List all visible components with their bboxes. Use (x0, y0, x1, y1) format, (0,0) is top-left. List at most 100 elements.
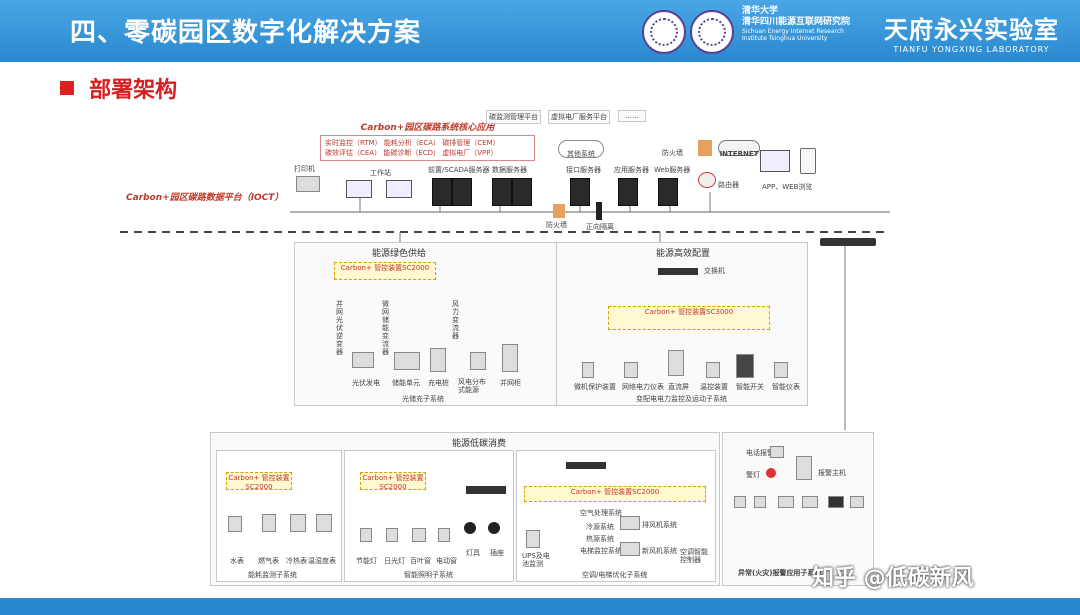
temp-control-label: 温控装置 (700, 383, 728, 391)
wind-label: 风电分布式能源 (458, 378, 486, 394)
pv-inverter-label: 并网光伏逆变器 (336, 300, 343, 356)
window-icon (438, 528, 450, 542)
meter-caption: 能耗监测子系统 (248, 571, 297, 579)
platform-boxes: 碳监测管理平台 虚拟电厂服务平台 …… (486, 110, 646, 124)
firewall-bottom-icon (553, 204, 565, 218)
green-supply-title: 能源绿色供给 (372, 249, 427, 259)
door-sensor-icon (778, 496, 794, 508)
firewall-top-icon (698, 140, 712, 156)
infrared-sensor-icon (802, 496, 818, 508)
smoke-detector-icon (734, 496, 746, 508)
app-server-icon (618, 178, 638, 206)
protection-device-label: 微机保护装置 (574, 383, 616, 391)
section-title: 部署架构 (89, 78, 178, 103)
other-systems-label: 其他系统 (567, 150, 595, 158)
dc-panel-label: 直流屏 (668, 383, 689, 391)
cold-source-label: 冷源系统 (586, 523, 614, 531)
water-meter-icon (228, 516, 242, 532)
scada-server-icon-1 (432, 178, 452, 206)
internet-label: INTERNET (719, 150, 759, 158)
exhaust-fan-icon (620, 516, 640, 530)
hvac-caption: 空调/电梯优化子系统 (582, 571, 648, 579)
socket-label: 插座 (490, 549, 504, 557)
blinds-icon (412, 528, 426, 542)
storage-label: 储能单元 (392, 379, 420, 387)
meter-gateway: Carbon+ 管控装置SC2000 (226, 472, 292, 491)
phone-alarm-label: 电话报警 (746, 449, 774, 457)
green-supply-gateway: Carbon+ 管控装置SC2000 (334, 262, 436, 280)
data-server-label: 数据服务器 (492, 166, 527, 174)
institute-name-en: Sichuan Energy Internet Research Institu… (742, 28, 844, 42)
scada-label: 前置/SCADA服务器 (428, 166, 490, 174)
power-meter-label: 网络电力仪表 (622, 383, 664, 391)
fluorescent-icon (386, 528, 398, 542)
temp-control-icon (706, 362, 720, 378)
alarm-light-icon (766, 468, 776, 478)
core-switch-icon (820, 238, 876, 246)
title-bar (0, 0, 1080, 62)
institute-seal-logo (690, 10, 734, 54)
lab-logo: 天府永兴实验室 TIANFU YONGXING LABORATORY (884, 10, 1059, 54)
data-server-icon-1 (492, 178, 512, 206)
protection-device-icon (582, 362, 594, 378)
alarm-host-label: 报警主机 (818, 469, 846, 477)
efficient-config-caption: 变配电电力监控及运动子系统 (636, 395, 727, 403)
printer-icon (296, 176, 320, 192)
scada-server-icon-2 (452, 178, 472, 206)
app-web-label: APP、WEB浏览 (762, 183, 813, 191)
router-icon (698, 172, 716, 188)
gas-meter-label: 燃气表 (258, 557, 279, 565)
university-name: 清华大学 (742, 6, 779, 16)
lighting-caption: 智能照明子系统 (404, 571, 453, 579)
gas-meter-icon (262, 514, 276, 532)
alarm-caption: 异常(火灾)报警应用子系统 (738, 569, 822, 577)
isolation-label: 正向隔离 (586, 223, 614, 231)
internet-cloud: INTERNET (718, 140, 760, 158)
green-supply-caption: 光储充子系统 (402, 395, 444, 403)
gas-detector-icon (754, 496, 766, 508)
bullet-square-icon (60, 81, 74, 95)
smart-meter-label: 智能仪表 (772, 383, 800, 391)
camera-icon (828, 496, 844, 508)
elevator-label: 电梯监控系统 (580, 547, 622, 555)
core-app-title: Carbon+园区碳路系统核心应用 (360, 123, 495, 133)
fresh-air-icon (620, 542, 640, 556)
efficient-config-gateway: Carbon+ 管控装置SC3000 (608, 306, 770, 330)
heat-meter-label: 冷热表 (286, 557, 307, 565)
workstation-icon-2 (386, 180, 412, 198)
core-application-panel: Carbon+园区碳路系统核心应用 实时监控（RTM） 能耗分析（ECA） 碳排… (320, 120, 535, 162)
water-meter-label: 水表 (230, 557, 244, 565)
wind-converter-label: 风力变流器 (452, 300, 459, 340)
config-switch-label: 交换机 (704, 267, 725, 275)
alarm-light-label: 警灯 (746, 471, 760, 479)
fluorescent-label: 日光灯 (384, 557, 405, 565)
phone-icon (800, 148, 816, 174)
web-server-icon (658, 178, 678, 206)
ups-label: UPS及电池监测 (522, 552, 550, 568)
alarm-host-icon (796, 456, 812, 480)
heat-meter-icon (290, 514, 306, 532)
exhaust-fan-label: 排风机系统 (642, 521, 677, 529)
storage-unit-icon (394, 352, 420, 370)
carbon-monitor-platform: 碳监测管理平台 (486, 110, 541, 124)
blinds-label: 百叶窗 (410, 557, 431, 565)
other-systems-cloud: 其他系统 (558, 140, 604, 158)
ups-icon (526, 530, 540, 548)
air-handling-label: 空气处理系统 (580, 509, 622, 517)
web-server-label: Web服务器 (654, 166, 691, 174)
watermark: 知乎 @低碳新风 (812, 566, 974, 591)
keypad-icon (850, 496, 864, 508)
storage-converter-label: 微网储能变流器 (382, 300, 389, 356)
core-app-line-1: 实时监控（RTM） 能耗分析（ECA） 碳排管理（CEM） (325, 139, 500, 147)
wind-icon (470, 352, 486, 370)
low-carbon-title: 能源低碳消费 (452, 439, 507, 449)
lighting-switch-icon (466, 486, 506, 494)
smart-meter-icon (774, 362, 788, 378)
pv-label: 光伏发电 (352, 379, 380, 387)
energy-lamp-label: 节能灯 (356, 557, 377, 565)
pc-icon (760, 150, 790, 172)
hvac-switch-icon (566, 462, 606, 469)
phone-alarm-icon (770, 446, 784, 458)
footer-bar (0, 598, 1080, 615)
fixture-label: 灯具 (466, 549, 480, 557)
